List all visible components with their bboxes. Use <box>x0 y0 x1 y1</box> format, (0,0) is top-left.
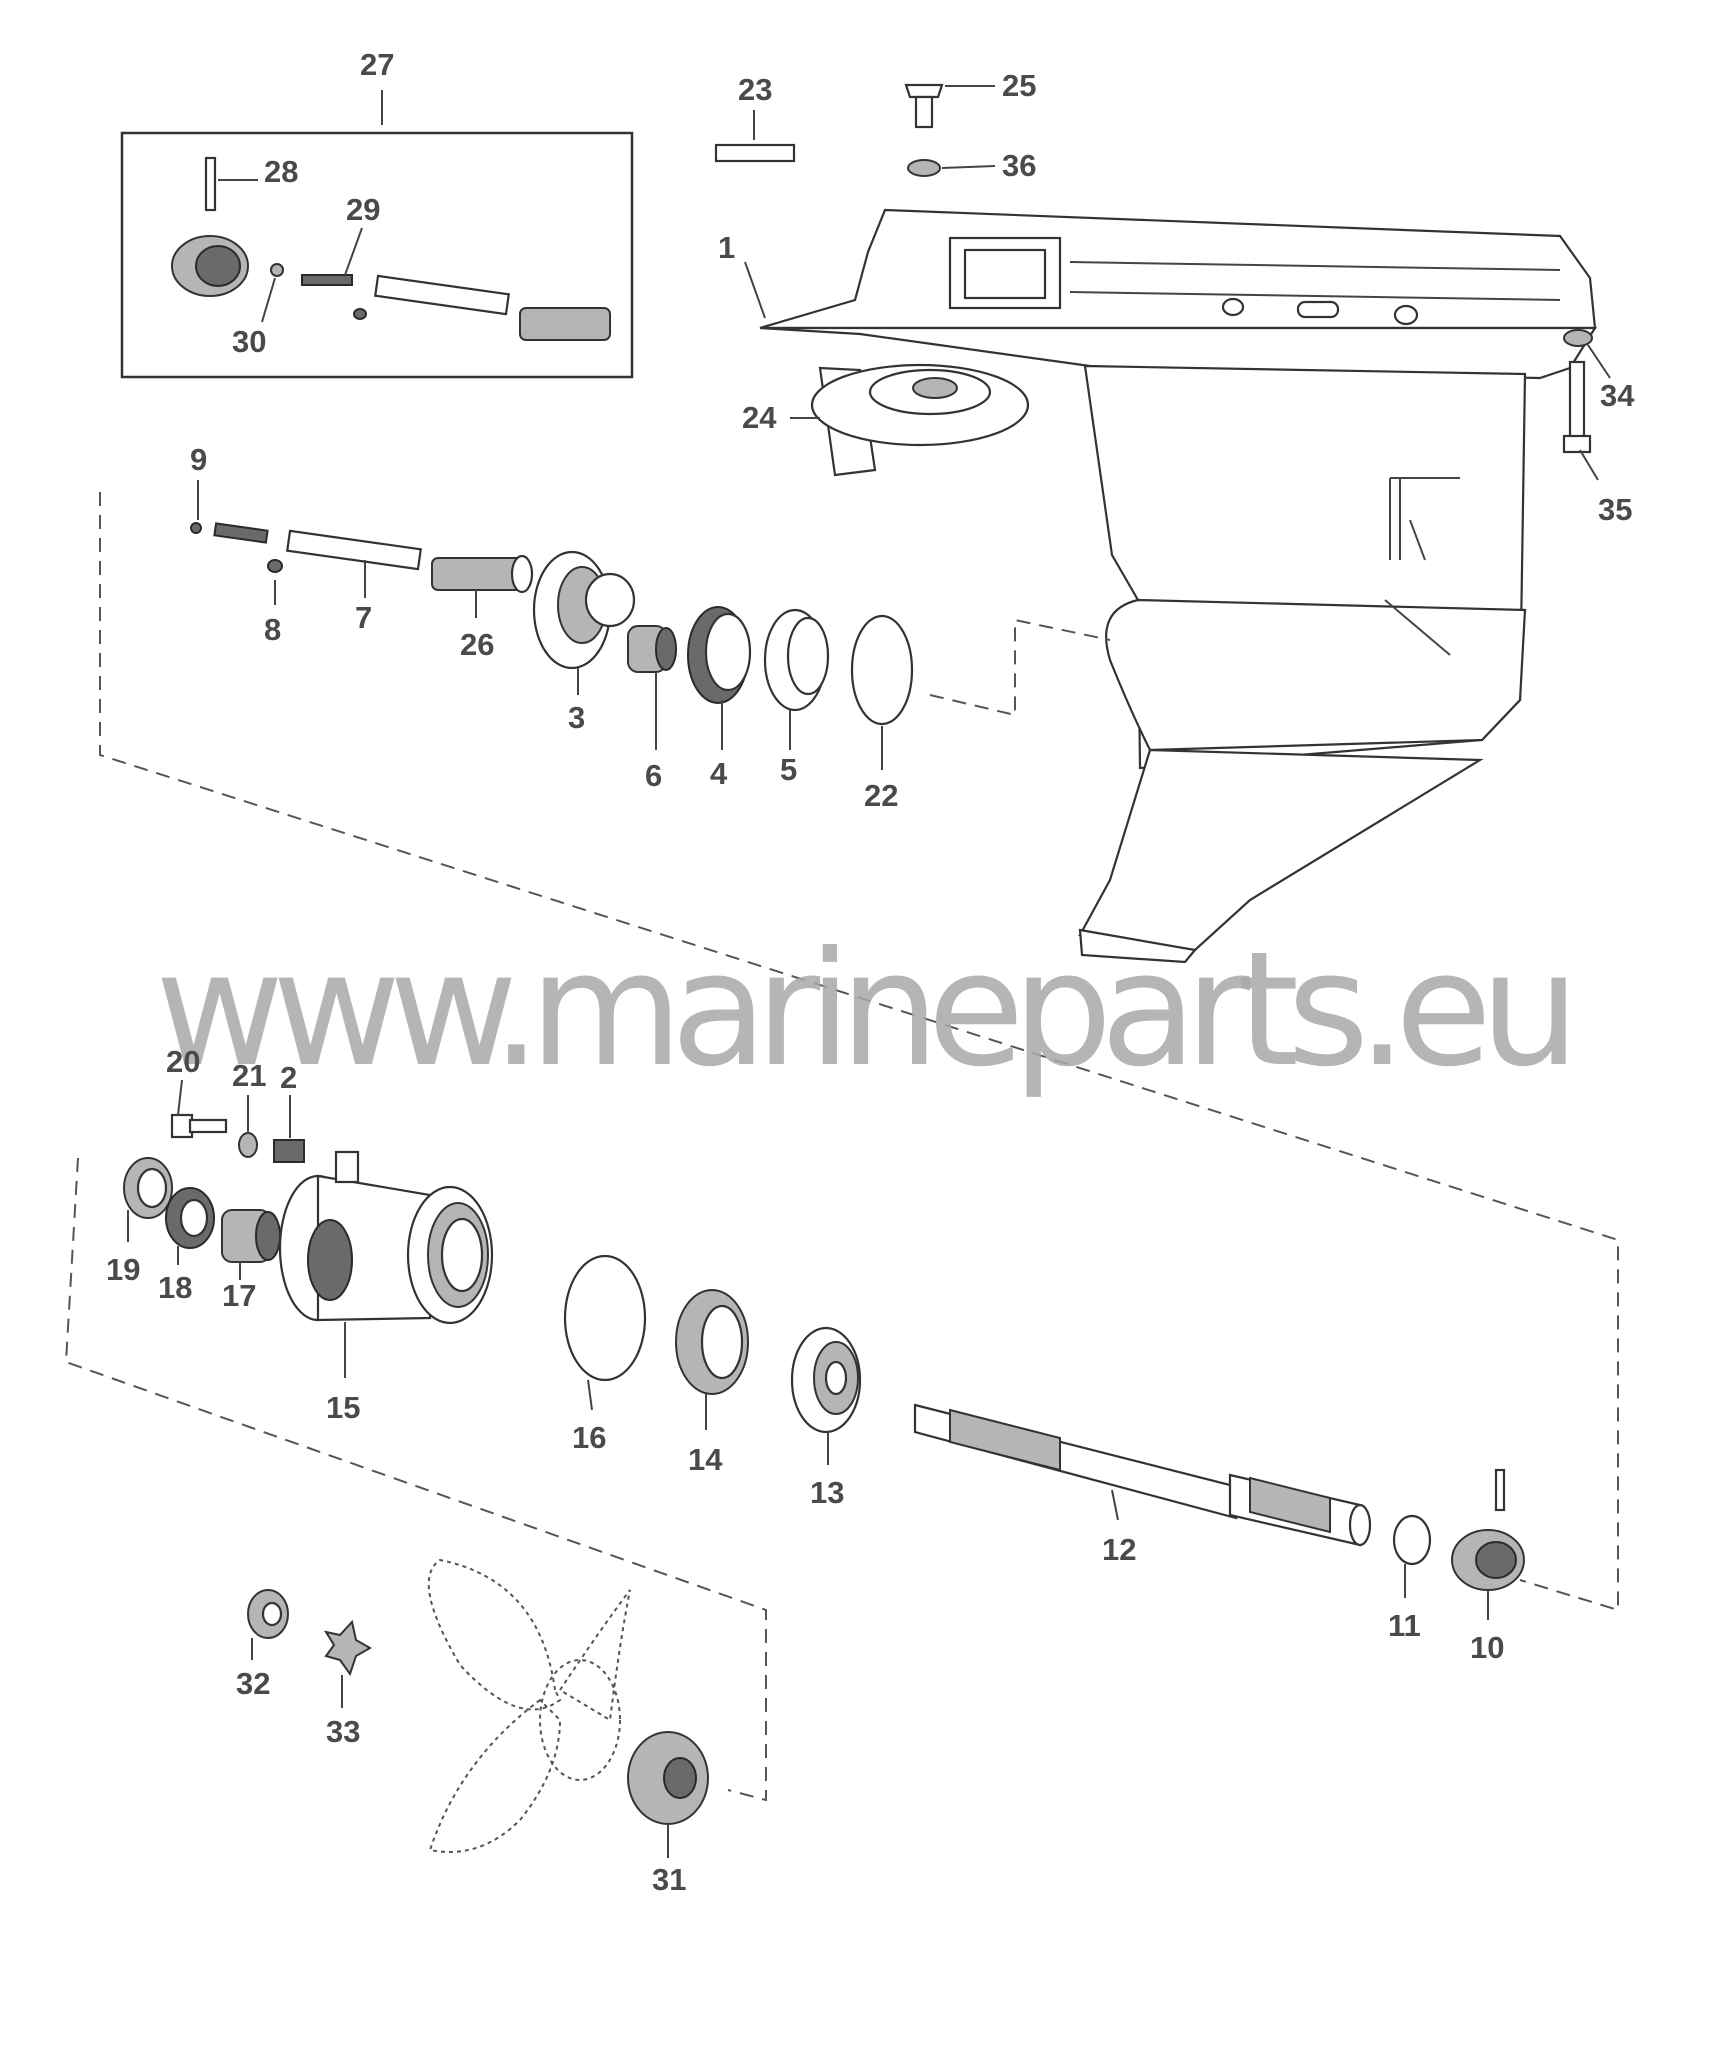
propeller-outline <box>427 1558 631 1853</box>
thrust-washer-part-31 <box>627 1731 709 1825</box>
callout-19: 19 <box>106 1252 140 1287</box>
callout-32: 32 <box>236 1666 270 1701</box>
callout-18: 18 <box>158 1270 192 1305</box>
callout-28: 28 <box>264 154 298 189</box>
washer-part-36 <box>907 159 941 177</box>
callout-20: 20 <box>166 1044 200 1079</box>
thrust-hub-part-13 <box>790 1326 862 1434</box>
callout-13: 13 <box>810 1475 844 1510</box>
callout-34: 34 <box>1600 378 1635 413</box>
bolt-part-35 <box>1562 360 1592 454</box>
callout-8: 8 <box>264 612 281 647</box>
shift-cam-inset <box>171 235 249 297</box>
ball-part-30 <box>270 263 284 277</box>
ball-part-9 <box>190 522 202 534</box>
callout-24: 24 <box>742 400 777 435</box>
dashed-assembly-line-lower <box>64 1157 767 1802</box>
callout-10: 10 <box>1470 1630 1504 1665</box>
shift-shaft-inset <box>374 274 510 316</box>
callout-36: 36 <box>1002 148 1036 183</box>
pin-part-10 <box>1494 1468 1506 1512</box>
callout-23: 23 <box>738 72 772 107</box>
washer-part-34 <box>1563 329 1593 347</box>
spring-part-29 <box>301 274 353 286</box>
leader-lines <box>127 85 1611 1858</box>
prop-nut-part-32 <box>247 1589 289 1639</box>
pin-part-8 <box>267 559 283 573</box>
bearing-part-17 <box>221 1209 281 1263</box>
seal-part-19 <box>123 1157 173 1219</box>
o-ring-part-11 <box>1392 1514 1432 1566</box>
callout-12: 12 <box>1102 1532 1136 1567</box>
callout-15: 15 <box>326 1390 360 1425</box>
dashed-assembly-line-upper <box>99 492 1619 1612</box>
bearing-part-4 <box>687 606 752 704</box>
roller-part-6 <box>627 625 677 673</box>
pin-small-inset <box>353 308 367 320</box>
dashed-assembly-line-mid <box>929 618 1111 717</box>
bearing-race-part-5 <box>763 608 830 712</box>
callout-31: 31 <box>652 1862 686 1897</box>
bearing-cup-part-3 <box>532 550 636 670</box>
cam-follower-part-26 <box>431 554 534 594</box>
callout-33: 33 <box>326 1714 360 1749</box>
o-ring-part-22 <box>850 614 914 726</box>
shift-cam-part-10 <box>1451 1529 1525 1591</box>
callout-17: 17 <box>222 1278 256 1313</box>
spring-part-9 <box>213 522 269 544</box>
inset-box-27 <box>120 131 634 379</box>
tab-washer-part-33 <box>323 1619 373 1677</box>
callout-7: 7 <box>355 600 372 635</box>
callout-30: 30 <box>232 324 266 359</box>
callout-3: 3 <box>568 700 585 735</box>
shift-shaft-part-7 <box>286 529 422 571</box>
callout-9: 9 <box>190 442 207 477</box>
o-ring-part-16 <box>563 1254 647 1382</box>
propeller-shaft-part-12 <box>913 1403 1372 1547</box>
bolt-part-20 <box>170 1113 228 1139</box>
pin-part-28 <box>204 156 217 212</box>
callout-25: 25 <box>1002 68 1036 103</box>
callout-21: 21 <box>232 1058 266 1093</box>
bearing-part-14 <box>675 1289 749 1395</box>
callout-14: 14 <box>688 1442 723 1477</box>
callout-labels: 1 2 3 4 5 6 7 8 9 10 11 12 13 14 15 16 1… <box>106 47 1635 1897</box>
callout-11: 11 <box>1388 1608 1421 1643</box>
anode-plate <box>810 363 1030 477</box>
bearing-carrier-part-15 <box>278 1150 494 1325</box>
callout-2: 2 <box>280 1060 297 1095</box>
callout-5: 5 <box>780 752 797 787</box>
callout-22: 22 <box>864 778 898 813</box>
screw-part-25 <box>904 83 944 129</box>
seal-part-18 <box>165 1187 215 1249</box>
callout-26: 26 <box>460 627 494 662</box>
cam-follower-inset <box>519 307 611 341</box>
callout-4: 4 <box>710 756 728 791</box>
washer-part-21 <box>238 1132 258 1158</box>
plug-part-23 <box>714 143 796 163</box>
watermark-text: www.marineparts.eu <box>155 918 1580 1102</box>
callout-1: 1 <box>718 230 735 265</box>
gear-housing <box>759 208 1597 964</box>
callout-29: 29 <box>346 192 380 227</box>
callout-16: 16 <box>572 1420 606 1455</box>
callout-27: 27 <box>360 47 394 82</box>
callout-6: 6 <box>645 758 662 793</box>
callout-35: 35 <box>1598 492 1632 527</box>
spring-part-2 <box>273 1139 305 1163</box>
